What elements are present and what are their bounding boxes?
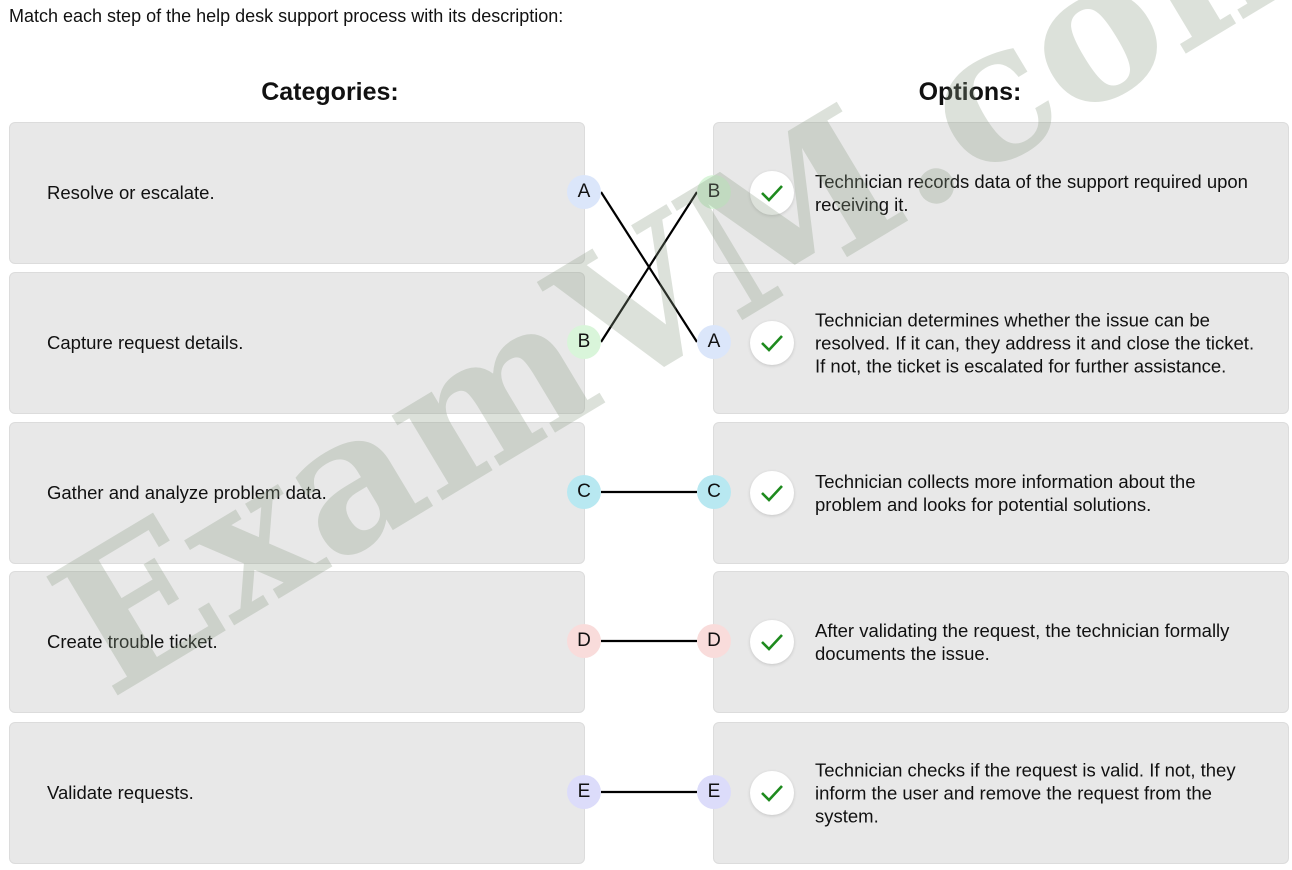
- checkmark-icon: [750, 471, 794, 515]
- option-connector-a[interactable]: A: [697, 325, 731, 359]
- checkmark-icon: [750, 321, 794, 365]
- checkmark-icon: [750, 171, 794, 215]
- option-item[interactable]: After validating the request, the techni…: [713, 571, 1289, 713]
- connection-line-b: [600, 191, 698, 343]
- options-heading: Options:: [918, 78, 1022, 106]
- category-label: Resolve or escalate.: [47, 182, 215, 203]
- option-item[interactable]: Technician records data of the support r…: [713, 122, 1289, 264]
- option-item[interactable]: Technician determines whether the issue …: [713, 272, 1289, 414]
- category-item[interactable]: Gather and analyze problem data.: [9, 422, 585, 564]
- category-label: Gather and analyze problem data.: [47, 482, 327, 503]
- checkmark-icon: [750, 620, 794, 664]
- checkmark-icon: [750, 771, 794, 815]
- category-label: Capture request details.: [47, 332, 244, 353]
- question-prompt: Match each step of the help desk support…: [9, 6, 564, 26]
- category-connector-c[interactable]: C: [567, 475, 601, 509]
- category-item[interactable]: Create trouble ticket.: [9, 571, 585, 713]
- category-connector-d[interactable]: D: [567, 624, 601, 658]
- category-label: Validate requests.: [47, 782, 194, 803]
- option-connector-b[interactable]: B: [697, 175, 731, 209]
- category-item[interactable]: Validate requests.: [9, 722, 585, 864]
- option-connector-d[interactable]: D: [697, 624, 731, 658]
- category-connector-a[interactable]: A: [567, 175, 601, 209]
- option-text: Technician checks if the request is vali…: [815, 759, 1236, 827]
- option-item[interactable]: Technician collects more information abo…: [713, 422, 1289, 564]
- option-text: After validating the request, the techni…: [815, 620, 1230, 664]
- category-item[interactable]: Resolve or escalate.: [9, 122, 585, 264]
- option-connector-c[interactable]: C: [697, 475, 731, 509]
- categories-heading: Categories:: [261, 78, 399, 106]
- option-connector-e[interactable]: E: [697, 775, 731, 809]
- category-connector-b[interactable]: B: [567, 325, 601, 359]
- option-text: Technician collects more information abo…: [815, 471, 1196, 515]
- option-text: Technician determines whether the issue …: [815, 309, 1255, 377]
- option-text: Technician records data of the support r…: [815, 171, 1248, 215]
- connection-line-a: [600, 191, 698, 343]
- option-item[interactable]: Technician checks if the request is vali…: [713, 722, 1289, 864]
- category-label: Create trouble ticket.: [47, 631, 218, 652]
- category-connector-e[interactable]: E: [567, 775, 601, 809]
- category-item[interactable]: Capture request details.: [9, 272, 585, 414]
